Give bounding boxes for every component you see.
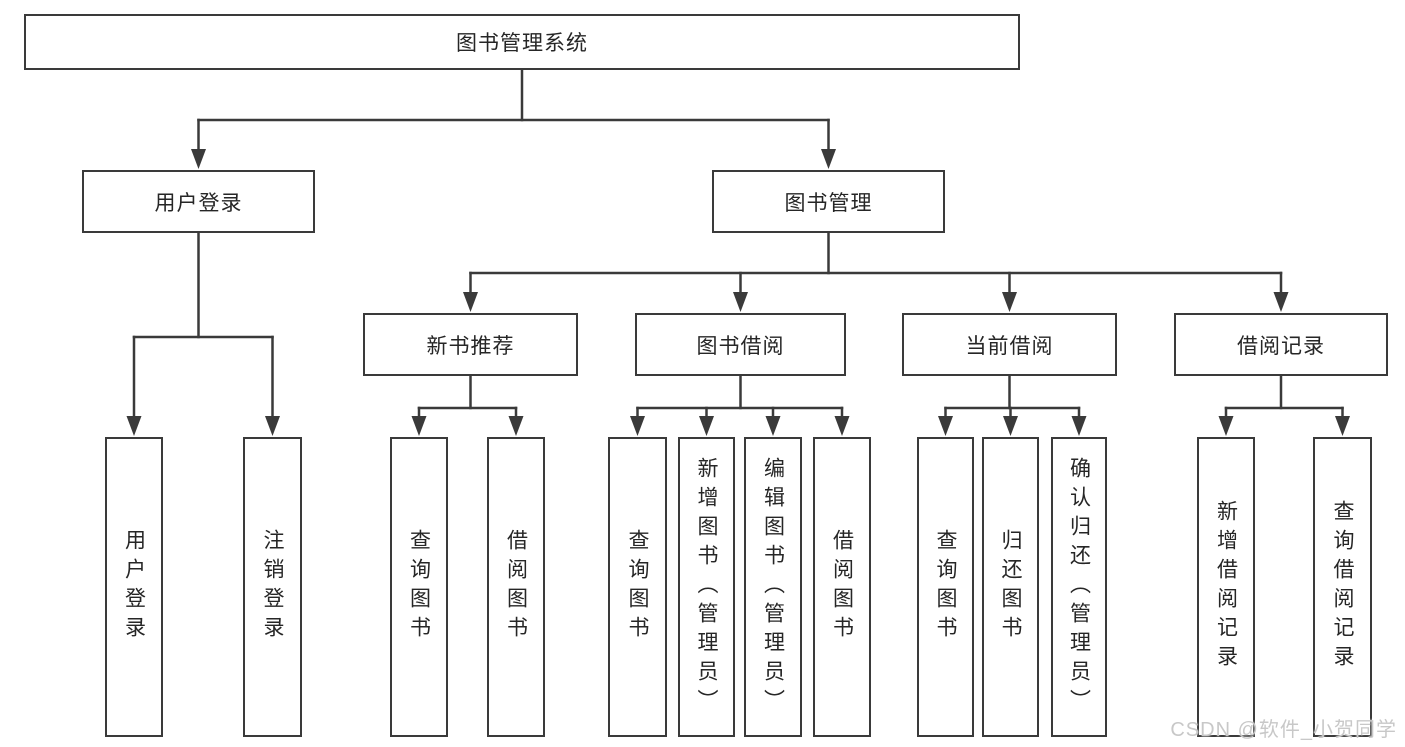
- node-cb-confirm: 确认归还（管理员）: [1051, 437, 1107, 737]
- arrowhead-icon: [1003, 416, 1018, 436]
- node-label: 归还图书: [999, 529, 1022, 645]
- node-label: 新书推荐: [426, 334, 515, 358]
- node-user-login: 用户登录: [82, 170, 315, 233]
- node-label: 新增借阅记录: [1214, 500, 1238, 674]
- arrowhead-icon: [938, 416, 953, 436]
- node-label: 借阅记录: [1237, 334, 1325, 358]
- arrowhead-icon: [1218, 416, 1234, 436]
- node-nbr-borrow: 借阅图书: [487, 437, 545, 737]
- node-label: 查询图书: [934, 529, 957, 645]
- node-label: 图书管理系统: [456, 32, 588, 55]
- node-label: 用户登录: [122, 529, 146, 645]
- arrowhead-icon: [1002, 292, 1017, 312]
- node-ul-login: 用户登录: [105, 437, 163, 737]
- node-label: 查询图书: [407, 529, 431, 645]
- node-br-add: 新增借阅记录: [1197, 437, 1255, 737]
- node-bb-borrow: 借阅图书: [813, 437, 871, 737]
- arrowhead-icon: [126, 416, 142, 436]
- node-root: 图书管理系统: [24, 14, 1020, 70]
- arrowhead-icon: [765, 416, 781, 436]
- arrowhead-icon: [733, 292, 748, 312]
- arrowhead-icon: [191, 149, 206, 169]
- node-cb-query: 查询图书: [917, 437, 974, 737]
- node-label: 查询图书: [626, 529, 649, 645]
- node-label: 图书借阅: [696, 334, 785, 358]
- node-cb-return: 归还图书: [982, 437, 1039, 737]
- node-label: 查询借阅记录: [1331, 500, 1354, 674]
- arrowhead-icon: [834, 416, 850, 436]
- arrowhead-icon: [699, 416, 714, 436]
- node-label: 借阅图书: [504, 529, 528, 645]
- arrowhead-icon: [463, 292, 478, 312]
- node-bb-edit: 编辑图书（管理员）: [744, 437, 802, 737]
- node-br-query: 查询借阅记录: [1313, 437, 1372, 737]
- arrowhead-icon: [1071, 416, 1087, 436]
- node-label: 用户登录: [154, 191, 243, 215]
- node-nbr-query: 查询图书: [390, 437, 448, 737]
- node-book-borrow: 图书借阅: [635, 313, 846, 376]
- watermark: CSDN @软件_小贺同学: [1170, 719, 1397, 741]
- node-borrow-records: 借阅记录: [1174, 313, 1388, 376]
- arrowhead-icon: [1273, 292, 1289, 312]
- arrowhead-icon: [411, 416, 427, 436]
- node-label: 当前借阅: [965, 334, 1054, 358]
- node-label: 注销登录: [261, 529, 284, 645]
- node-bb-add: 新增图书（管理员）: [678, 437, 735, 737]
- node-ul-logout: 注销登录: [243, 437, 302, 737]
- arrowhead-icon: [508, 416, 524, 436]
- arrowhead-icon: [265, 416, 280, 436]
- arrowhead-icon: [1335, 416, 1350, 436]
- arrowhead-icon: [821, 149, 836, 169]
- node-label: 确认归还（管理员）: [1067, 456, 1091, 718]
- arrowhead-icon: [630, 416, 645, 436]
- node-label: 新增图书（管理员）: [695, 456, 718, 718]
- node-bb-query: 查询图书: [608, 437, 667, 737]
- node-book-mgmt: 图书管理: [712, 170, 945, 233]
- node-current-borrow: 当前借阅: [902, 313, 1117, 376]
- node-label: 编辑图书（管理员）: [761, 456, 785, 718]
- node-label: 借阅图书: [830, 529, 854, 645]
- node-label: 图书管理: [784, 191, 873, 215]
- node-new-book-rec: 新书推荐: [363, 313, 578, 376]
